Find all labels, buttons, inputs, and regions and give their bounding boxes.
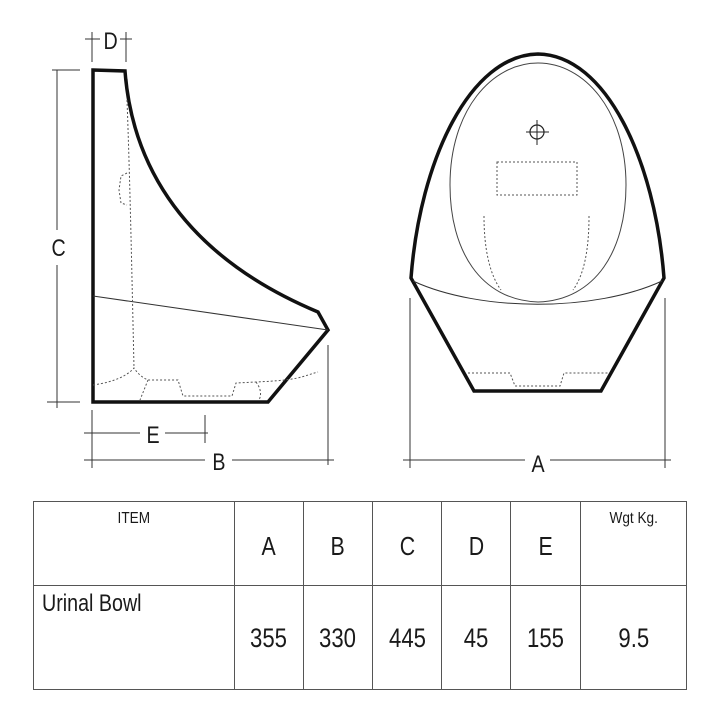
table-row: Urinal Bowl 355 330 445 45 155 9.5 xyxy=(33,585,688,690)
header-c-label: C xyxy=(399,531,415,561)
value-c: 445 xyxy=(388,623,426,653)
dimension-d: D xyxy=(85,27,132,62)
dimension-b-label: B xyxy=(212,448,225,475)
specification-table: ITEM A B C D E Wgt Kg. Urinal Bowl 355 3… xyxy=(33,501,688,690)
header-cell-e: E xyxy=(510,501,581,586)
dimension-c: C xyxy=(47,69,80,408)
technical-drawing: C D E B xyxy=(47,27,671,477)
header-cell-c: C xyxy=(372,501,443,586)
cell-a: 355 xyxy=(233,585,304,690)
cell-e: 155 xyxy=(510,585,581,690)
value-d: 45 xyxy=(464,623,489,653)
side-spreader-dashed xyxy=(118,172,128,206)
header-cell-b: B xyxy=(302,501,374,586)
value-weight: 9.5 xyxy=(617,623,649,653)
side-view: C D E B xyxy=(47,27,334,475)
header-cell-a: A xyxy=(233,501,304,586)
dimension-a-label: A xyxy=(531,450,544,477)
front-rim-curve xyxy=(412,280,663,305)
front-trap-dashed xyxy=(468,372,609,387)
cell-b: 330 xyxy=(302,585,374,690)
header-a-label: A xyxy=(261,531,276,561)
cell-weight: 9.5 xyxy=(579,585,688,690)
cell-item: Urinal Bowl xyxy=(33,585,235,690)
header-d-label: D xyxy=(468,531,485,561)
front-spreader-dashed xyxy=(496,161,578,196)
value-e: 155 xyxy=(527,623,564,653)
dimension-a: A xyxy=(403,298,671,477)
side-trap-dashed xyxy=(92,367,319,397)
header-cell-weight: Wgt Kg. xyxy=(579,501,688,586)
cell-c: 445 xyxy=(372,585,443,690)
header-item-label: ITEM xyxy=(117,510,151,527)
front-profile-outline xyxy=(409,52,666,393)
header-weight-label: Wgt Kg. xyxy=(609,510,658,527)
dimension-d-label: D xyxy=(104,27,118,54)
cell-d: 45 xyxy=(441,585,512,690)
fixing-hole-crosshair-icon xyxy=(526,120,549,145)
header-cell-item: ITEM xyxy=(33,501,235,586)
item-name: Urinal Bowl xyxy=(42,590,142,617)
side-profile-outline xyxy=(91,68,331,404)
dimension-b: B xyxy=(84,345,334,475)
header-b-label: B xyxy=(330,531,346,561)
header-e-label: E xyxy=(538,531,553,561)
side-inner-dashed-wall xyxy=(126,99,135,369)
dimension-e-label: E xyxy=(146,421,159,448)
value-a: 355 xyxy=(250,623,288,653)
dimension-e: E xyxy=(84,410,208,448)
value-b: 330 xyxy=(319,623,357,653)
front-inner-bowl xyxy=(449,62,627,303)
table-header-row: ITEM A B C D E Wgt Kg. xyxy=(33,501,688,586)
front-view: A xyxy=(403,52,671,477)
dimension-c-label: C xyxy=(52,234,66,261)
header-cell-d: D xyxy=(441,501,512,586)
